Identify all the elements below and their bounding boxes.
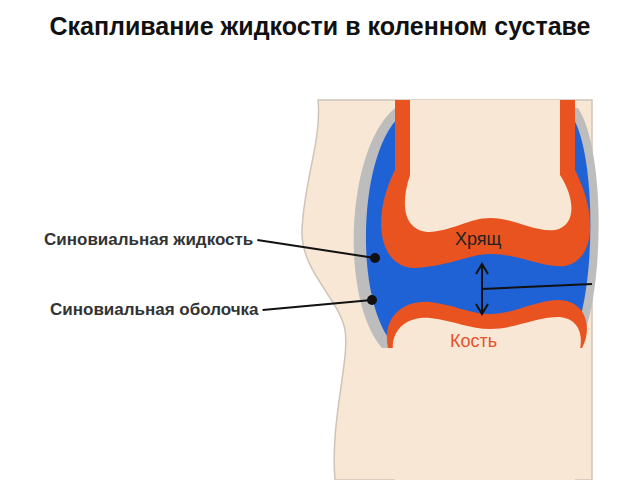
leader-line	[263, 300, 372, 310]
part-label: Синовиальная жидкость	[44, 230, 253, 250]
leader-line	[482, 284, 592, 289]
tibia-bone	[393, 317, 581, 480]
leader-line	[257, 240, 375, 258]
leg-skin	[302, 100, 592, 480]
part-label: Синовиальная оболочка	[50, 300, 259, 320]
leader-dot	[367, 295, 377, 305]
part-label: Хрящ	[455, 229, 501, 250]
femur-cartilage	[381, 100, 590, 268]
leader-dot	[370, 253, 380, 263]
femur-bone	[405, 100, 572, 232]
arrow-head	[476, 304, 488, 314]
diagram-title: Скапливание жидкости в коленном суставе	[0, 12, 640, 41]
arrow-head	[476, 264, 488, 274]
part-label: Кость	[450, 331, 497, 352]
